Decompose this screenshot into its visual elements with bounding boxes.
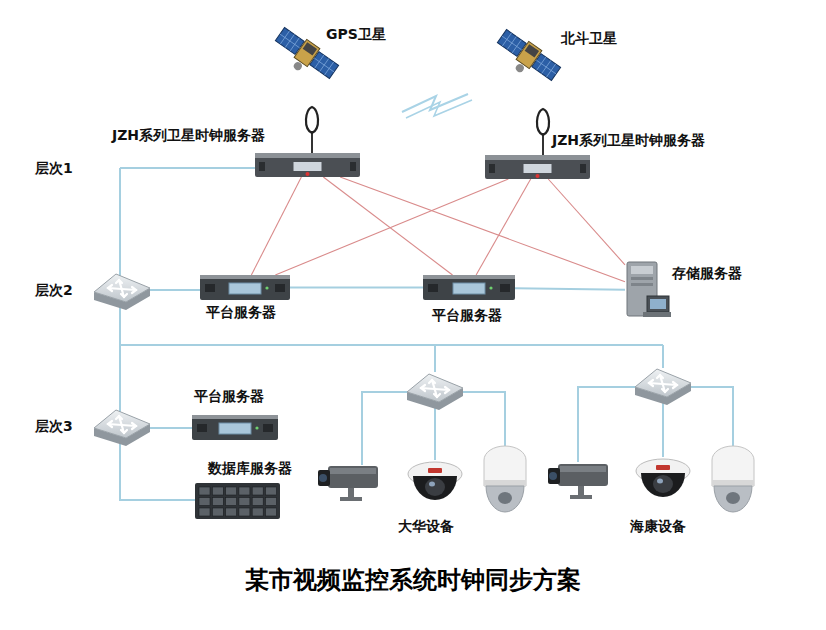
platform-server: 平台服务器 [192, 415, 278, 440]
satellite: GPS卫星 [272, 22, 342, 84]
device-group-label: 大华设备 [398, 518, 454, 535]
node-label: GPS卫星 [326, 26, 386, 43]
clock-server-icon [485, 155, 590, 179]
device-group-label: 海康设备 [630, 518, 686, 535]
sync-link [275, 179, 508, 275]
layer-label: 层次2 [35, 282, 73, 299]
caption: 某市视频监控系统时钟同步方案 [245, 566, 581, 595]
node-label: 数据库服务器 [208, 460, 292, 477]
node-label: 存储服务器 [672, 265, 742, 282]
sync-link [340, 177, 625, 282]
layer-label: 层次3 [35, 418, 73, 435]
platform-server-icon [423, 275, 515, 300]
node-label: JZH系列卫星时钟服务器 [552, 132, 705, 149]
network-link [290, 287, 423, 289]
layer-label: 层次1 [35, 160, 73, 177]
node-label: JZH系列卫星时钟服务器 [112, 127, 265, 144]
clock-server: JZH系列卫星时钟服务器 [485, 155, 590, 179]
platform-server-icon [200, 275, 290, 300]
satellite-icon [495, 24, 563, 86]
network-link [515, 288, 625, 290]
platform-server-icon [192, 415, 278, 440]
sync-link [476, 179, 531, 275]
node-label: 平台服务器 [432, 307, 502, 324]
database-server: 数据库服务器 [195, 483, 280, 519]
sync-link [548, 179, 625, 265]
node-label: 北斗卫星 [561, 30, 617, 47]
node-label: 平台服务器 [194, 388, 264, 405]
database-server-icon [195, 483, 280, 519]
satellite: 北斗卫星 [495, 24, 563, 86]
platform-server: 平台服务器 [423, 275, 515, 300]
storage-server: 存储服务器 [625, 262, 670, 318]
sync-link [323, 177, 452, 275]
sync-link [251, 177, 301, 275]
clock-server-icon [255, 153, 360, 177]
clock-server: JZH系列卫星时钟服务器 [255, 153, 360, 177]
storage-server-icon [625, 262, 670, 318]
node-label: 平台服务器 [206, 304, 276, 321]
platform-server: 平台服务器 [200, 275, 290, 300]
